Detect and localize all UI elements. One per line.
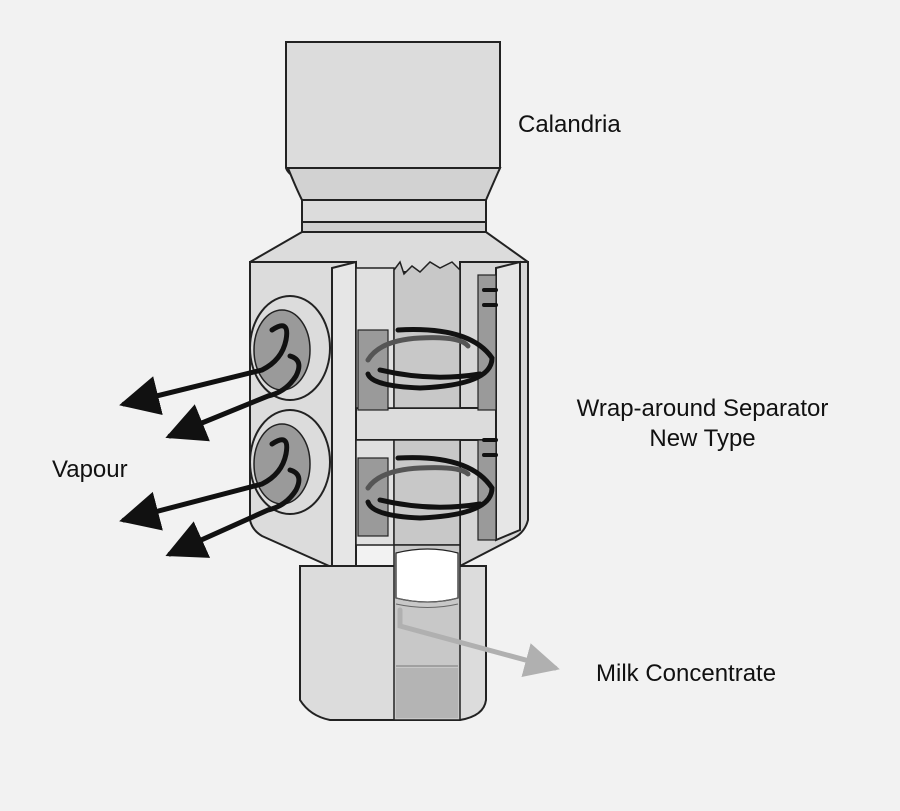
vapour-arrow-3 [119, 437, 290, 531]
milk-concentrate-label: Milk Concentrate [596, 660, 777, 687]
vapour-label: Vapour [52, 456, 128, 483]
separator-label-line2: New Type [649, 425, 756, 452]
calandria-body [285, 41, 502, 241]
separator-label: Wrap-around Separator New Type [555, 394, 850, 454]
milk-concentrate-arrow [397, 607, 560, 678]
lower-tube [299, 544, 487, 721]
vapour-arrow-4 [165, 467, 302, 558]
vapour-arrow-2 [165, 353, 302, 442]
cutaway-interior [355, 260, 497, 546]
upper-spiral-coil [365, 288, 498, 391]
vapour-arrows [119, 323, 302, 558]
lower-spiral-coil [365, 438, 498, 521]
calandria-label: Calandria [518, 111, 621, 138]
vapour-arrow-1 [119, 323, 290, 416]
separator-label-line1: Wrap-around Separator [576, 395, 829, 422]
